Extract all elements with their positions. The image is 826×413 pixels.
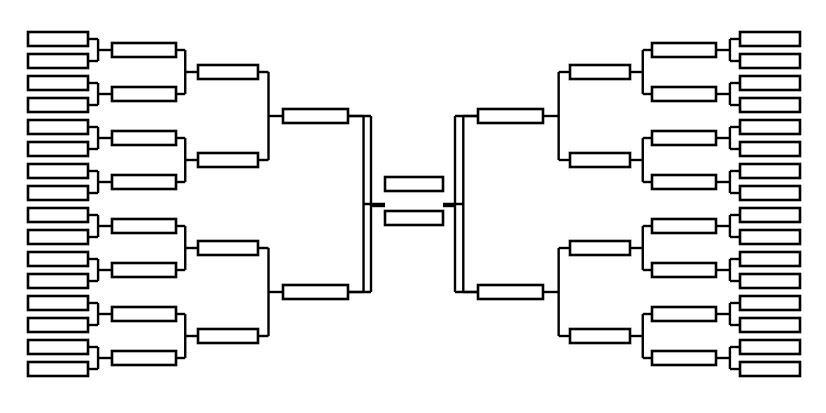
round-of-32-right-box-4[interactable] bbox=[650, 173, 718, 191]
round-of-64-left-box-1[interactable] bbox=[26, 30, 90, 48]
round-of-64-right-box-1[interactable] bbox=[738, 30, 802, 48]
round-of-64-right-box-6[interactable] bbox=[738, 140, 802, 158]
round-of-64-left-box-14[interactable] bbox=[26, 316, 90, 334]
round-of-16-left-box-2[interactable] bbox=[196, 151, 260, 169]
round-of-64-left-box-3[interactable] bbox=[26, 74, 90, 92]
final-slot-top[interactable] bbox=[383, 175, 445, 193]
round-of-64-left-box-9[interactable] bbox=[26, 206, 90, 224]
round-of-64-right-box-5[interactable] bbox=[738, 118, 802, 136]
round-of-16-right-box-2[interactable] bbox=[568, 151, 632, 169]
round-of-64-right-box-13[interactable] bbox=[738, 294, 802, 312]
quarterfinals-right-box-2[interactable] bbox=[476, 283, 545, 301]
round-of-64-right-box-12[interactable] bbox=[738, 272, 802, 290]
round-of-16-left-box-4[interactable] bbox=[196, 327, 260, 345]
round-of-32-left-box-5[interactable] bbox=[110, 217, 178, 235]
round-of-32-right-box-7[interactable] bbox=[650, 305, 718, 323]
round-of-64-left-box-4[interactable] bbox=[26, 96, 90, 114]
round-of-64-left-box-12[interactable] bbox=[26, 272, 90, 290]
round-of-32-right-box-2[interactable] bbox=[650, 85, 718, 103]
round-of-32-right-box-3[interactable] bbox=[650, 129, 718, 147]
round-of-64-right-box-15[interactable] bbox=[738, 338, 802, 356]
round-of-32-left-box-2[interactable] bbox=[110, 85, 178, 103]
round-of-64-left-box-16[interactable] bbox=[26, 360, 90, 378]
round-of-16-right-box-4[interactable] bbox=[568, 327, 632, 345]
round-of-16-left-box-3[interactable] bbox=[196, 239, 260, 257]
round-of-64-left-box-5[interactable] bbox=[26, 118, 90, 136]
quarterfinals-left-box-2[interactable] bbox=[281, 283, 350, 301]
round-of-64-right-box-11[interactable] bbox=[738, 250, 802, 268]
round-of-32-left-box-8[interactable] bbox=[110, 349, 178, 367]
slot-boxes-layer bbox=[26, 30, 802, 378]
round-of-64-left-box-2[interactable] bbox=[26, 52, 90, 70]
quarterfinals-right-box-1[interactable] bbox=[476, 107, 545, 125]
round-of-32-left-box-7[interactable] bbox=[110, 305, 178, 323]
round-of-32-left-box-3[interactable] bbox=[110, 129, 178, 147]
round-of-64-left-box-7[interactable] bbox=[26, 162, 90, 180]
connector-lines-layer bbox=[88, 37, 740, 371]
round-of-16-left-box-1[interactable] bbox=[196, 63, 260, 81]
round-of-64-left-box-11[interactable] bbox=[26, 250, 90, 268]
round-of-32-right-box-6[interactable] bbox=[650, 261, 718, 279]
round-of-64-left-box-13[interactable] bbox=[26, 294, 90, 312]
round-of-32-right-box-8[interactable] bbox=[650, 349, 718, 367]
round-of-32-left-box-4[interactable] bbox=[110, 173, 178, 191]
round-of-16-right-box-1[interactable] bbox=[568, 63, 632, 81]
round-of-32-left-box-6[interactable] bbox=[110, 261, 178, 279]
round-of-64-right-box-8[interactable] bbox=[738, 184, 802, 202]
round-of-64-left-box-6[interactable] bbox=[26, 140, 90, 158]
round-of-64-right-box-3[interactable] bbox=[738, 74, 802, 92]
final-slot-bottom[interactable] bbox=[383, 209, 445, 227]
round-of-64-left-box-10[interactable] bbox=[26, 228, 90, 246]
round-of-64-left-box-8[interactable] bbox=[26, 184, 90, 202]
round-of-64-right-box-7[interactable] bbox=[738, 162, 802, 180]
round-of-64-right-box-10[interactable] bbox=[738, 228, 802, 246]
round-of-16-right-box-3[interactable] bbox=[568, 239, 632, 257]
quarterfinals-left-box-1[interactable] bbox=[281, 107, 350, 125]
round-of-64-right-box-14[interactable] bbox=[738, 316, 802, 334]
round-of-32-right-box-5[interactable] bbox=[650, 217, 718, 235]
round-of-32-right-box-1[interactable] bbox=[650, 41, 718, 59]
round-of-64-right-box-2[interactable] bbox=[738, 52, 802, 70]
round-of-64-right-box-16[interactable] bbox=[738, 360, 802, 378]
round-of-64-right-box-9[interactable] bbox=[738, 206, 802, 224]
round-of-64-right-box-4[interactable] bbox=[738, 96, 802, 114]
round-of-64-left-box-15[interactable] bbox=[26, 338, 90, 356]
round-of-32-left-box-1[interactable] bbox=[110, 41, 178, 59]
